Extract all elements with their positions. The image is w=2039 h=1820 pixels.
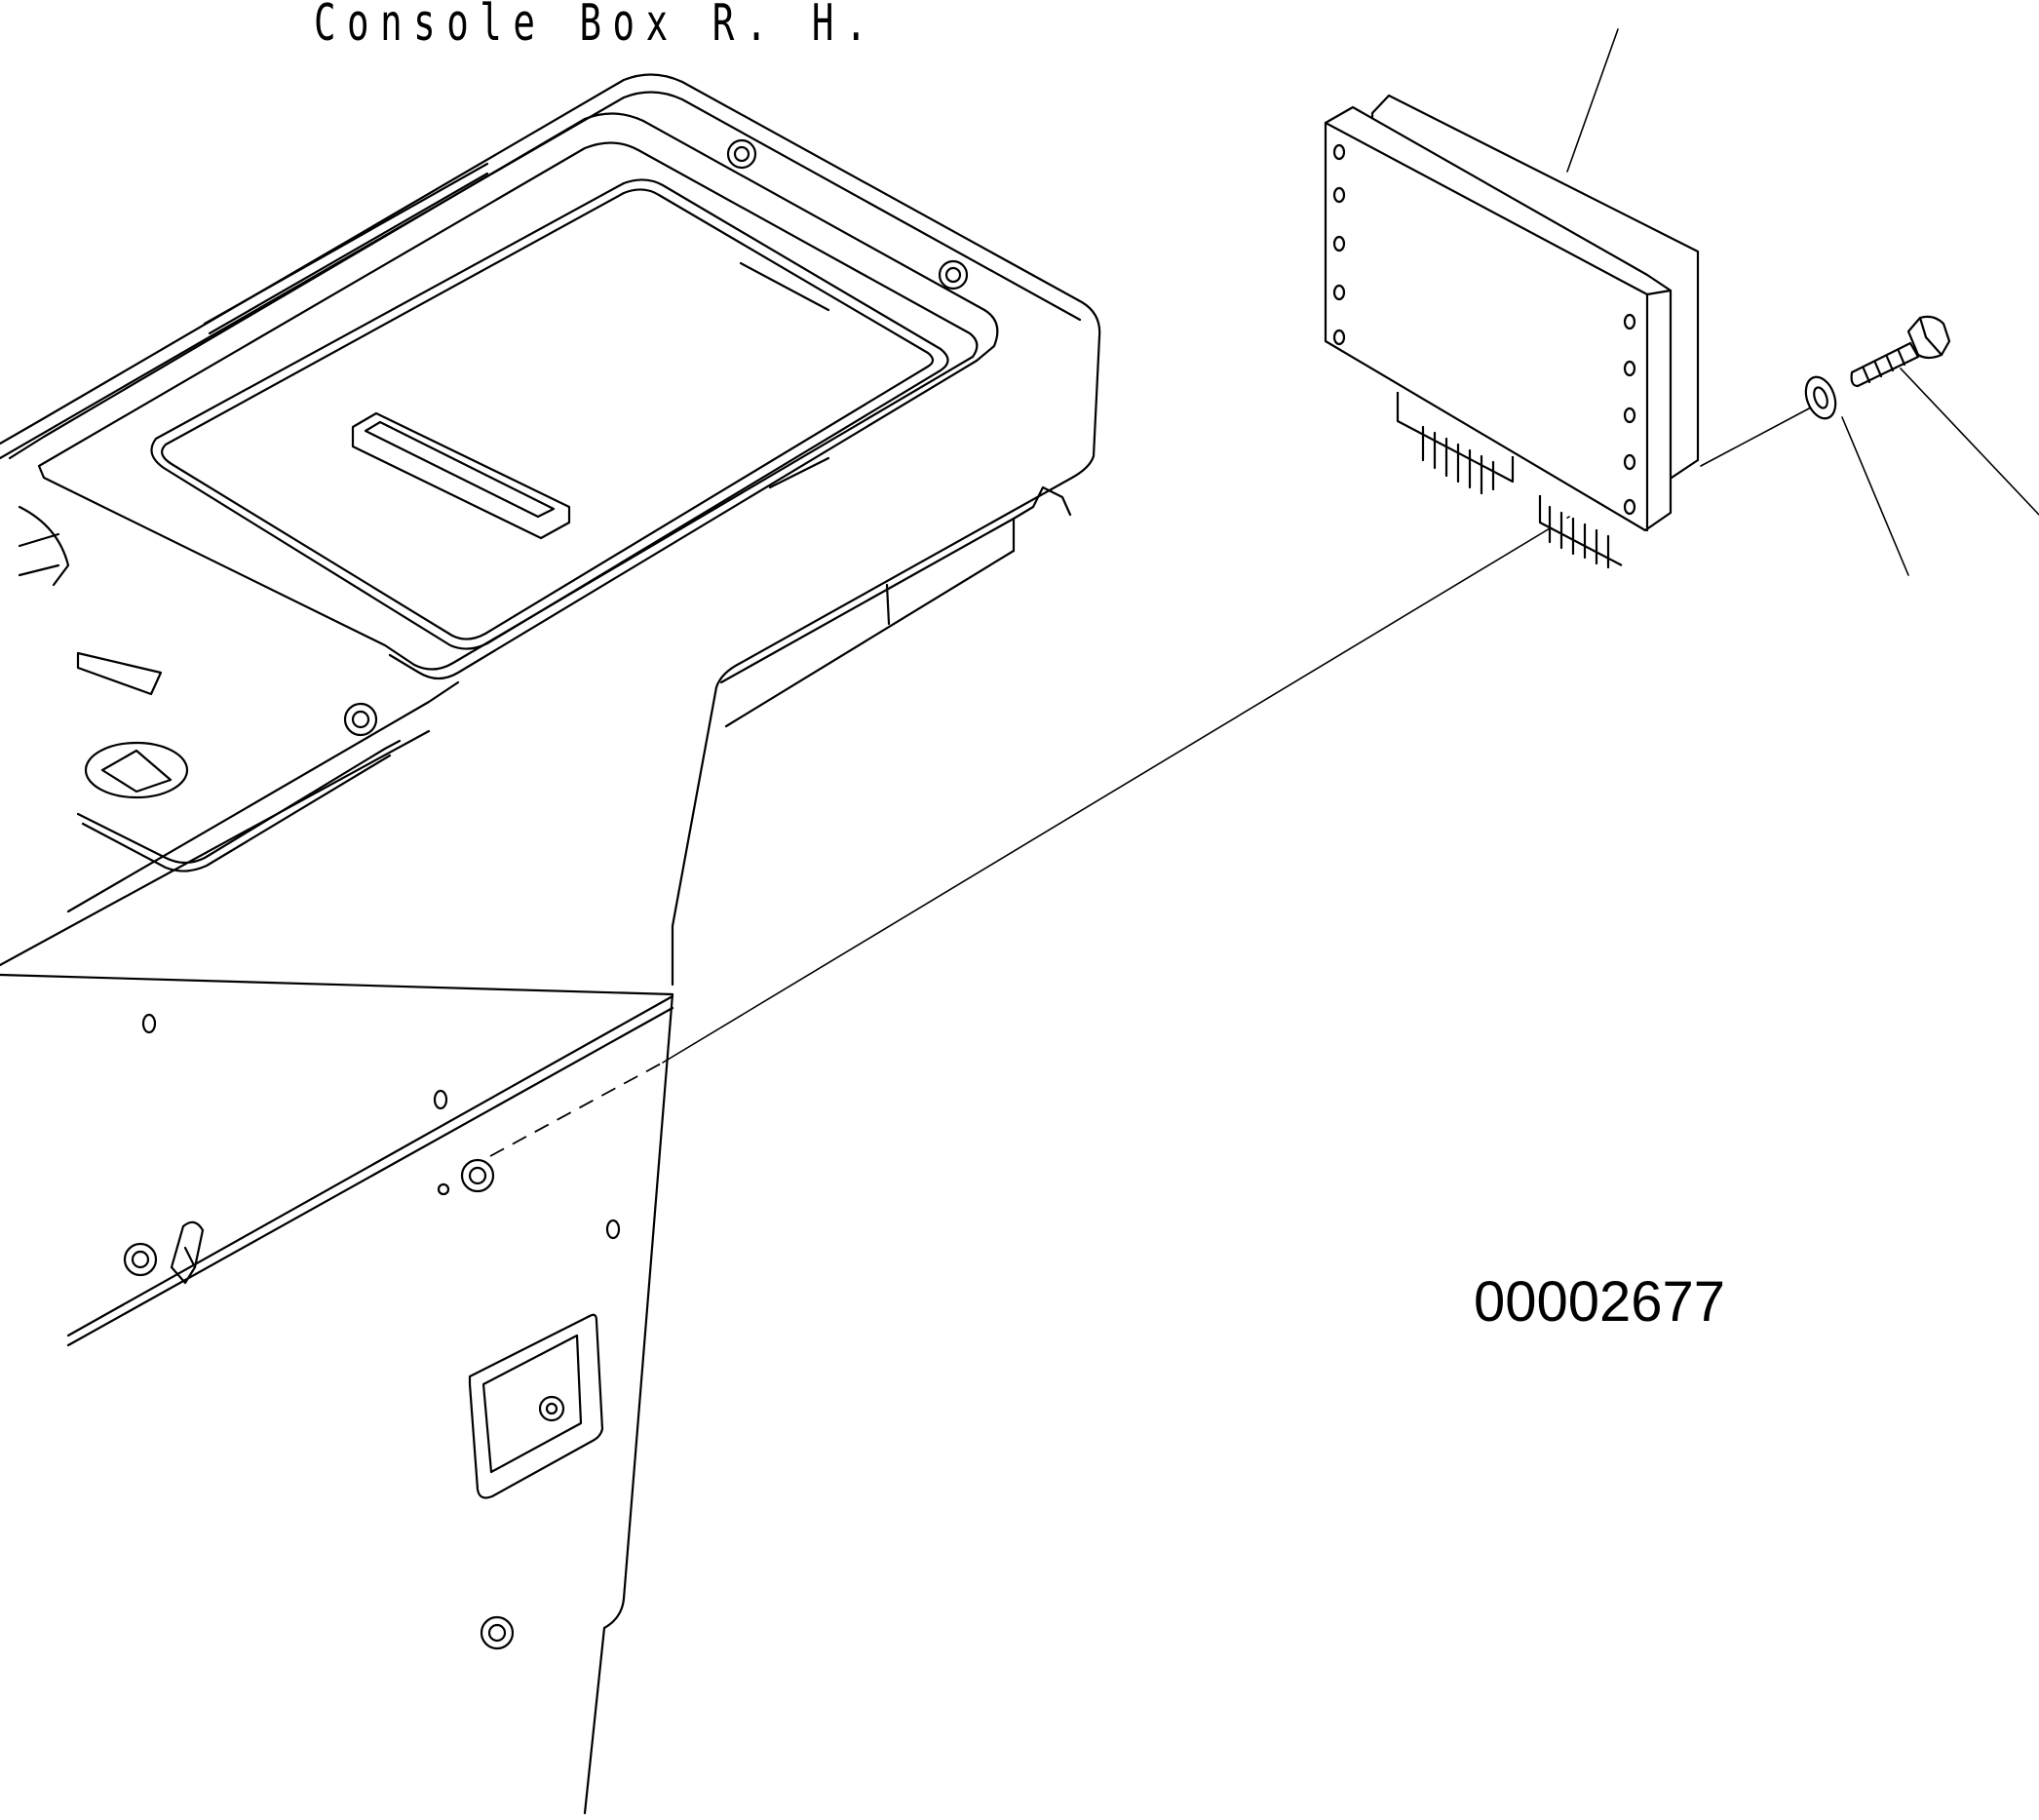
assembly-lines xyxy=(489,28,2039,1157)
bolt xyxy=(1850,315,1951,388)
console-box xyxy=(0,73,1101,1815)
drawing-number: 00002677 xyxy=(1474,1270,1726,1334)
controller-module xyxy=(1324,94,1700,569)
washer xyxy=(1804,375,1837,420)
page-title: Console Box R. H. xyxy=(314,0,879,53)
